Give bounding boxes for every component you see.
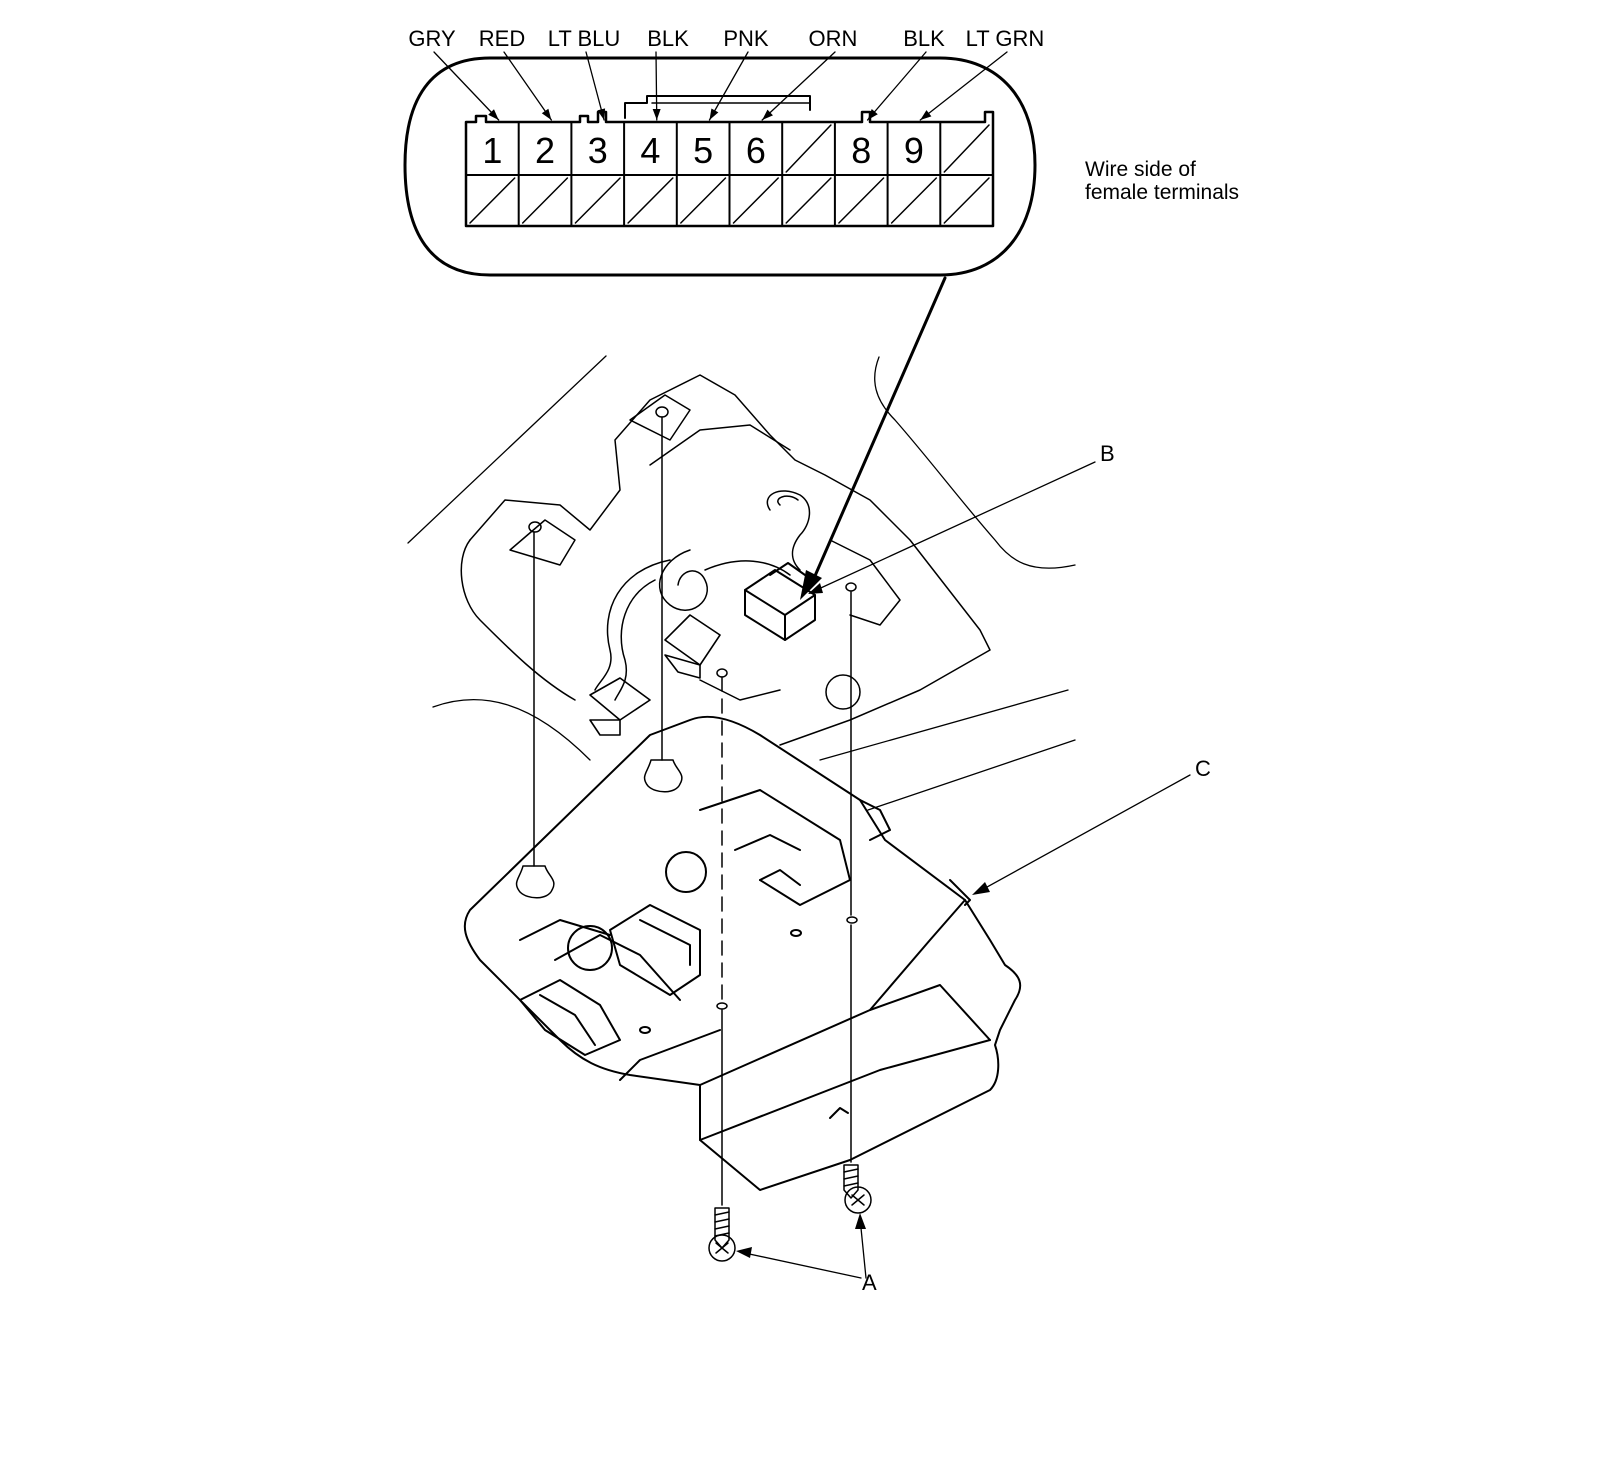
view-note-line1: Wire side of xyxy=(1085,158,1196,181)
wire-leader-arrow xyxy=(541,108,552,120)
wire-leader xyxy=(866,51,927,121)
empty-cavity-hatch xyxy=(521,177,569,224)
wire-color-label: LT BLU xyxy=(548,26,621,51)
wire-color-label: BLK xyxy=(903,26,945,51)
pin-number: 6 xyxy=(746,130,766,171)
callout-a: A xyxy=(736,1213,877,1295)
wire-leader-arrow xyxy=(920,110,932,120)
wire-leader xyxy=(761,51,836,121)
pin-number: 1 xyxy=(482,130,502,171)
wire-leader-arrow xyxy=(488,109,499,120)
lamp-assembly xyxy=(463,715,1022,1191)
view-note-line2: female terminals xyxy=(1085,181,1239,204)
empty-cavity-hatch xyxy=(574,177,621,224)
empty-cavity-hatch xyxy=(890,177,938,224)
wire-leader xyxy=(433,51,500,121)
pin-number: 4 xyxy=(640,130,660,171)
wire-leader xyxy=(708,51,749,121)
connector-pointer xyxy=(800,276,947,600)
wire-leader xyxy=(585,51,605,121)
wire-color-label: PNK xyxy=(723,26,769,51)
wire-leader xyxy=(919,51,1008,121)
connector-outline xyxy=(403,56,1037,277)
callout-c: C xyxy=(972,756,1211,895)
pin-number: 9 xyxy=(904,130,924,171)
callout-c-label: C xyxy=(1195,756,1211,781)
pin-number: 8 xyxy=(851,130,871,171)
wire-color-label: RED xyxy=(479,26,525,51)
empty-cavity-hatch xyxy=(785,124,832,173)
empty-cavity-hatch xyxy=(943,177,990,224)
empty-cavity-hatch xyxy=(838,177,885,224)
wire-leader xyxy=(655,51,658,121)
wire-leader-arrow xyxy=(597,108,606,120)
mounting-clips xyxy=(515,406,858,1010)
wire-color-label: LT GRN xyxy=(966,26,1045,51)
wire-harness xyxy=(594,490,811,701)
wire-leader-arrow xyxy=(867,109,878,120)
wire-leader-arrow xyxy=(709,108,719,120)
roof-panel xyxy=(407,355,1076,811)
connector-key xyxy=(624,95,811,119)
connector-b xyxy=(744,562,816,641)
screws xyxy=(708,924,872,1262)
wire-leader-arrow xyxy=(762,109,773,120)
harness-connectors xyxy=(589,614,721,736)
pin-number: 5 xyxy=(693,130,713,171)
empty-cavity-hatch xyxy=(469,177,516,224)
mounting-bracket xyxy=(460,374,991,746)
empty-cavity-hatch xyxy=(732,177,779,224)
empty-cavity-hatch xyxy=(627,177,674,224)
callout-b: B xyxy=(808,441,1115,594)
empty-cavity-hatch xyxy=(680,177,727,224)
wire-leader-arrow xyxy=(652,108,661,120)
wire-color-label: ORN xyxy=(809,26,858,51)
wire-leader xyxy=(503,51,553,121)
empty-cavity-hatch xyxy=(943,124,990,173)
empty-cavity-hatch xyxy=(785,177,832,224)
pin-number: 3 xyxy=(588,130,608,171)
pin-number: 2 xyxy=(535,130,555,171)
wire-color-label: BLK xyxy=(647,26,689,51)
wire-color-label: GRY xyxy=(408,26,456,51)
callout-a-label: A xyxy=(862,1270,877,1295)
callout-b-label: B xyxy=(1100,441,1115,466)
